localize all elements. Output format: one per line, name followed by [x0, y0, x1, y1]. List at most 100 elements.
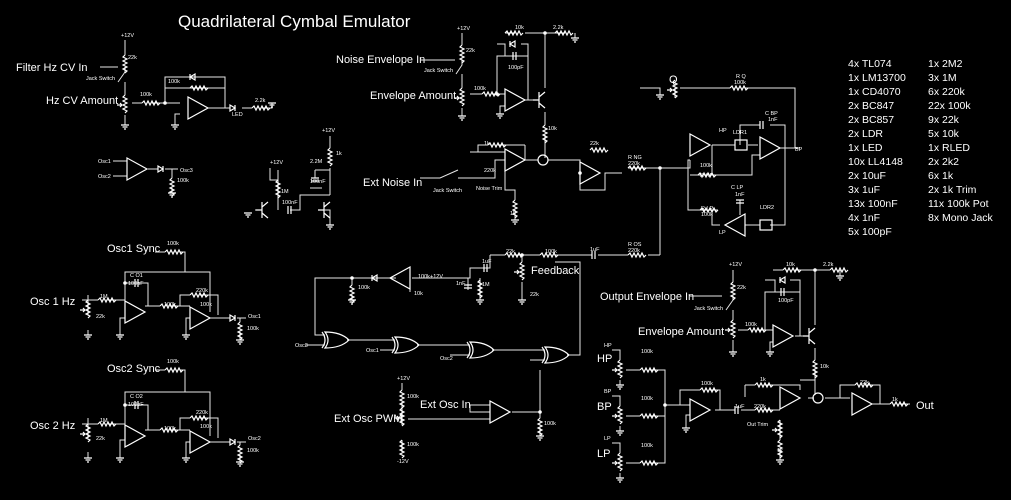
ground-symbol-16	[83, 457, 93, 463]
pot-envelope-amount-2[interactable]	[724, 319, 736, 339]
ground-symbol-5	[457, 115, 467, 121]
rlp-label: R LP	[701, 206, 714, 212]
r220k-label-4: 220k	[754, 404, 766, 410]
resistor-1k-vca	[754, 382, 774, 388]
r100k-label-hp: 100k	[700, 163, 712, 169]
r220k-label-ng: 220k	[628, 161, 640, 167]
output-envelope-in-label: Output Envelope In	[600, 291, 694, 303]
ldr1	[734, 139, 748, 151]
r22k-label-3: 22k	[590, 141, 599, 147]
bom-right-column: 1x 2M2 3x 1M 6x 220k 22x 100k 9x 22k 5x …	[928, 58, 994, 224]
opamp-noise	[504, 148, 526, 172]
hz-cv-amount-label: Hz CV Amount	[46, 95, 118, 107]
feedback-label: Feedback	[531, 265, 580, 277]
transistor-env	[532, 91, 546, 109]
r100k-label-o2b: 100k	[200, 424, 212, 430]
osc2-wires	[82, 369, 246, 462]
cbp-label: C BP	[765, 111, 778, 117]
diode-osc-mix	[157, 165, 164, 173]
r100k-label-osc3: 100k	[177, 178, 189, 184]
lp-in-label: LP	[604, 436, 611, 442]
co1-label: C O1	[130, 273, 143, 279]
hp-label-small: HP	[719, 128, 727, 134]
resistor-100k-mix-fb	[699, 387, 719, 393]
bom-right-item: 9x 22k	[928, 114, 960, 126]
resistor-100k-pwm-top	[399, 389, 405, 409]
r100k-label-fb2: 100k	[418, 274, 430, 280]
resistor-1k-noise	[327, 147, 333, 167]
bom-right-item: 3x 1M	[928, 72, 957, 84]
r100k-label-sync2: 100k	[167, 359, 179, 365]
pot-out-trim[interactable]	[771, 419, 783, 439]
pot-bp-mix[interactable]	[611, 405, 623, 425]
diode-out-env	[779, 276, 786, 284]
pot-lp-mix[interactable]	[611, 452, 623, 472]
opamp-filter-bp	[759, 136, 781, 160]
bp-in-label: BP	[604, 389, 612, 395]
ground-symbol-31	[775, 459, 785, 465]
ros-label: R OS	[628, 242, 642, 248]
jack-switch-label-4: Jack Switch	[694, 306, 723, 312]
r2m2-label: 2.2M	[310, 159, 323, 165]
osc2-sync-label: Osc2 Sync	[107, 363, 161, 375]
pot-hz-cv-amount[interactable]	[116, 94, 128, 114]
pot-hp-mix[interactable]	[611, 359, 623, 379]
resistor-2k2-env	[554, 30, 574, 36]
v12-label-2: +12V	[457, 26, 470, 32]
ground-symbol-28	[615, 430, 625, 436]
xor-gate-4	[541, 346, 570, 364]
ground-symbol-24	[728, 351, 738, 357]
bom-left-item: 4x TL074	[848, 58, 892, 70]
ground-symbol-8	[325, 224, 335, 230]
out-label: Out	[916, 400, 934, 412]
bom-right-item: 6x 220k	[928, 86, 966, 98]
xor-gate-1	[321, 331, 350, 349]
clp-label: C LP	[731, 185, 744, 191]
c1uf-label-3: 1uF	[735, 404, 745, 410]
c1uf-label-2: 1uF	[482, 259, 492, 265]
bom-right-item: 1x RLED	[928, 142, 970, 154]
c100pf-label-4: 100pF	[778, 298, 794, 304]
ground-symbol-7	[570, 37, 580, 43]
r1k-label-1: 1k	[336, 151, 342, 157]
resistor-100k-osc1-out	[237, 321, 243, 341]
resistor-100k-cv-in	[141, 100, 161, 106]
osc1-wires	[82, 251, 246, 340]
resistor-100k-bp-mix	[639, 413, 659, 419]
bom-left-item: 2x BC847	[848, 100, 894, 112]
bom-left-column: 4x TL074 1x LM13700 1x CD4070 2x BC847 2…	[848, 58, 906, 238]
r1k-label-6: 1k	[892, 397, 898, 403]
r100k-label-pwm1: 100k	[407, 394, 419, 400]
osc2-label-a: Osc2	[98, 174, 111, 180]
opamp-out-buffer	[851, 392, 873, 416]
pot-feedback[interactable]	[513, 261, 525, 281]
bom-left-item: 4x 1nF	[848, 212, 880, 224]
bom-left-item: 2x 10uF	[848, 170, 886, 182]
osc3-label-a: Osc3	[180, 168, 193, 174]
pot-osc2-hz[interactable]	[79, 423, 91, 443]
ext-osc-pwm-label: Ext Osc PWM	[334, 413, 402, 425]
r100k-label-mixlp: 100k	[641, 443, 653, 449]
r100k-label-mixfb: 100k	[701, 381, 713, 387]
ground-symbol-9	[243, 212, 253, 218]
ground-symbol-29	[615, 477, 625, 483]
ground-symbol-25	[765, 351, 775, 357]
envelope-amount-label: Envelope Amount	[370, 90, 456, 102]
r100k-label-env: 100k	[474, 86, 486, 92]
osc1-sync-label: Osc1 Sync	[107, 243, 161, 255]
bom-right-item: 2x 2k2	[928, 156, 959, 168]
ground-symbol-20	[517, 299, 527, 305]
bom-left-item: 2x BC857	[848, 114, 894, 126]
resistor-100k-lp-mix	[639, 460, 659, 466]
q-label: Q	[669, 74, 678, 86]
pot-osc1-hz[interactable]	[79, 299, 91, 319]
resistor-100k-cv-fb	[189, 85, 209, 91]
bom-left-item: 10x LL4148	[848, 156, 903, 168]
opamp-ext-osc	[489, 400, 511, 424]
ground-symbol-12	[83, 334, 93, 340]
co2-label: C O2	[130, 394, 143, 400]
junction-dots	[123, 31, 817, 414]
osc1-label-b: Osc1	[366, 348, 379, 354]
c1nf-label-2: 1nF	[735, 192, 745, 198]
r100k-label-mixbp: 100k	[641, 396, 653, 402]
